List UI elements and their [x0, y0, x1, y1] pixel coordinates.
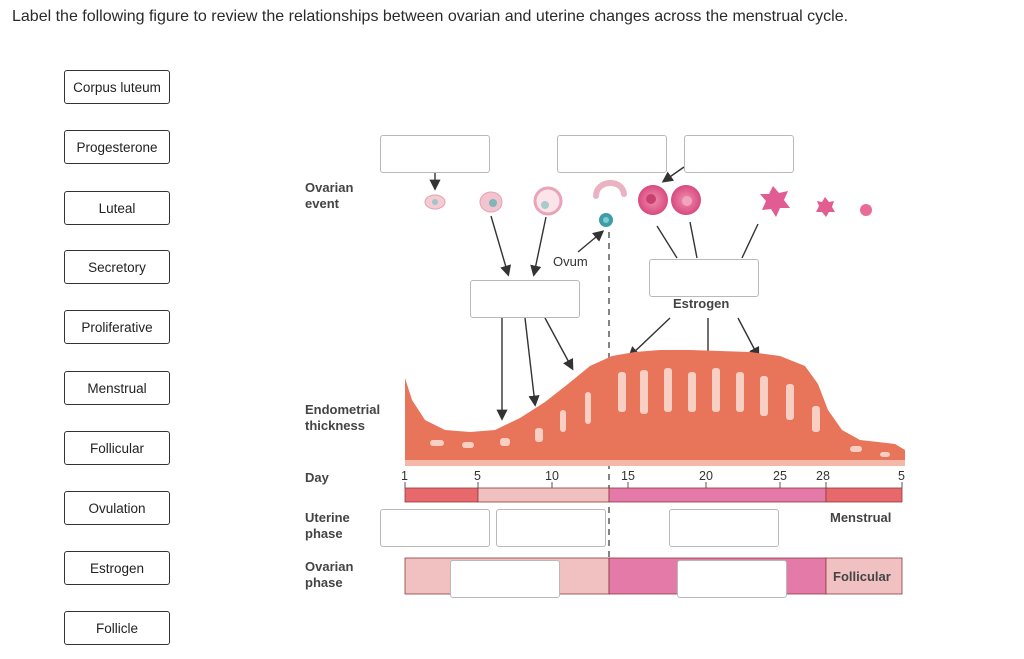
label-ovulation[interactable]: Ovulation: [64, 491, 170, 525]
corpus-albicans-1-icon: [760, 186, 790, 217]
menstrual-phase-label: Menstrual: [830, 510, 892, 525]
label-secretory[interactable]: Secretory: [64, 250, 170, 284]
day-tick-5-next: 5: [898, 469, 905, 483]
day-tick-20: 20: [699, 469, 713, 483]
ovum-label: Ovum: [553, 254, 588, 269]
label-proliferative[interactable]: Proliferative: [64, 310, 170, 344]
day-tick-5: 5: [474, 469, 481, 483]
drop-zone-uterine-secretory[interactable]: [669, 509, 779, 547]
instruction-text: Label the following figure to review the…: [12, 8, 849, 25]
label-progesterone[interactable]: Progesterone: [64, 130, 170, 164]
day-axis: [404, 482, 903, 488]
endometrium-graphic: [405, 350, 905, 466]
follicle-1-icon: [424, 194, 446, 210]
drop-zone-follicle[interactable]: [380, 135, 490, 173]
regressed-body-icon: [860, 204, 872, 216]
label-menstrual[interactable]: Menstrual: [64, 371, 170, 405]
label-luteal[interactable]: Luteal: [64, 191, 170, 225]
day-tick-25: 25: [773, 469, 787, 483]
label-corpus-luteum[interactable]: Corpus luteum: [64, 70, 170, 104]
corpus-luteum-2-icon: [671, 185, 701, 215]
drop-zone-ovarian-luteal[interactable]: [677, 560, 787, 598]
follicle-2-icon: [479, 191, 503, 213]
follicle-3-icon: [533, 186, 563, 216]
drop-zone-progesterone[interactable]: [649, 259, 759, 297]
label-follicle[interactable]: Follicle: [64, 611, 170, 645]
label-estrogen[interactable]: Estrogen: [64, 551, 170, 585]
day-label: Day: [305, 470, 329, 485]
estrogen-label: Estrogen: [673, 296, 730, 311]
uterine-phase-bar: [404, 487, 903, 503]
drop-zone-uterine-proliferative[interactable]: [496, 509, 606, 547]
drop-zone-uterine-menstrual[interactable]: [380, 509, 490, 547]
day-tick-10: 10: [545, 469, 559, 483]
drop-zone-estrogen[interactable]: [470, 280, 580, 318]
day-tick-28: 28: [816, 469, 830, 483]
ruptured-follicle-icon: [593, 180, 627, 199]
day-tick-1: 1: [401, 469, 408, 483]
label-follicular[interactable]: Follicular: [64, 431, 170, 465]
day-tick-15: 15: [621, 469, 635, 483]
ovum-icon: [599, 213, 613, 227]
corpus-luteum-1-icon: [638, 185, 668, 215]
drop-zone-ovarian-follicular[interactable]: [450, 560, 560, 598]
drop-zone-corpus-luteum[interactable]: [684, 135, 794, 173]
follicular-phase-label: Follicular: [833, 569, 891, 584]
corpus-albicans-2-icon: [816, 197, 835, 217]
drop-zone-ovulation[interactable]: [557, 135, 667, 173]
